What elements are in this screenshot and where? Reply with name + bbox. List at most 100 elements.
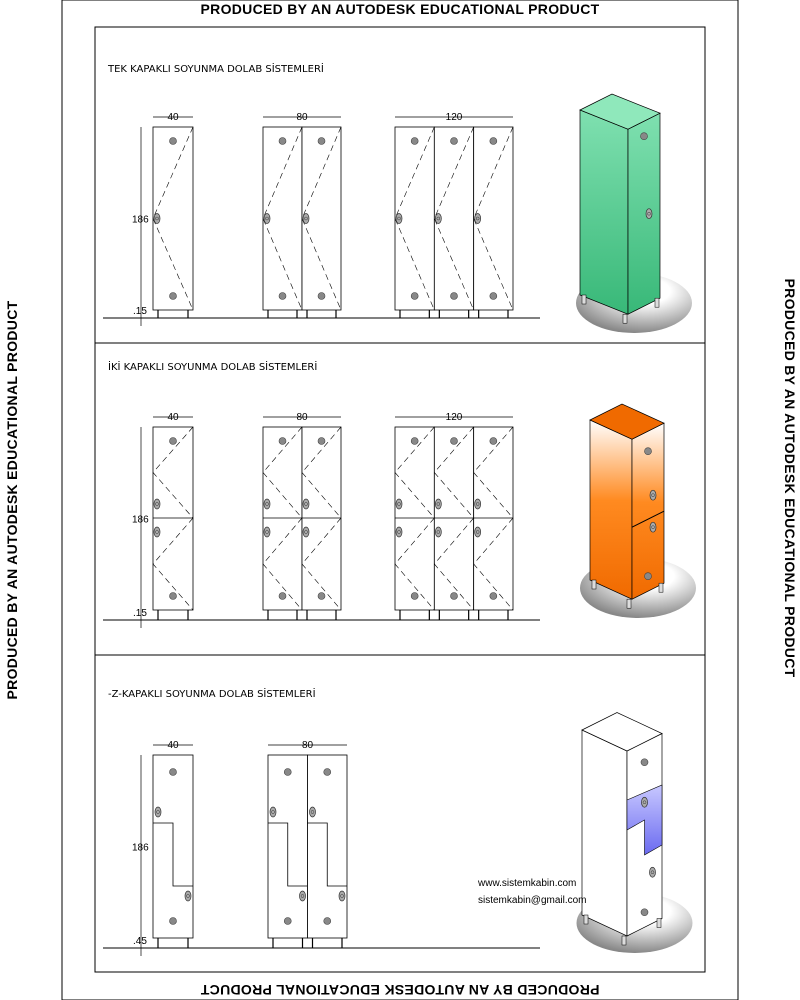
- cabinet-leg: [583, 914, 589, 925]
- z-door-highlight: [626, 784, 663, 856]
- knob-icon: [283, 917, 292, 925]
- lock-icon: [299, 890, 306, 902]
- section-title: TEK KAPAKLI SOYUNMA DOLAB SİSTEMLERİ: [107, 62, 324, 75]
- cabinet-side-panel: [581, 729, 628, 937]
- knob-icon: [640, 908, 649, 917]
- door-swing-line: [473, 126, 514, 311]
- lock-keyhole: [436, 502, 441, 506]
- door-swing-line: [301, 126, 342, 311]
- width-label: 40: [167, 740, 179, 751]
- cabinet-leg: [654, 297, 660, 308]
- cabinet-side-panel: [589, 419, 633, 600]
- cabinet-group: 80: [262, 412, 342, 620]
- lock-keyhole: [186, 894, 190, 898]
- cabinet-side-panel: [579, 109, 629, 315]
- section-3: -Z-KAPAKLI SOYUNMA DOLAB SİSTEMLERİ186.4…: [103, 687, 693, 956]
- lock-keyhole: [265, 530, 269, 534]
- section-1: TEK KAPAKLI SOYUNMA DOLAB SİSTEMLERİ186.…: [103, 62, 692, 333]
- knob-icon: [489, 437, 498, 445]
- lock-icon: [474, 498, 482, 510]
- lock-icon: [338, 890, 346, 902]
- lock-icon: [153, 213, 161, 224]
- lock-icon: [474, 526, 482, 538]
- lock-icon: [641, 796, 648, 808]
- door-swing-line: [152, 126, 194, 311]
- door-swing-line: [394, 426, 435, 519]
- door-swing-line: [473, 517, 514, 611]
- lock-keyhole: [271, 810, 275, 814]
- cabinet-leg: [581, 294, 587, 305]
- width-label: 80: [302, 740, 314, 751]
- door-swing-line: [152, 517, 194, 611]
- door-swing-line: [473, 426, 514, 519]
- knob-icon: [450, 292, 458, 300]
- lock-icon: [263, 526, 271, 538]
- cabinet-3d-render: [576, 93, 692, 333]
- door-swing-line: [433, 517, 474, 611]
- width-label: 80: [296, 112, 308, 123]
- cabinet-door: [433, 126, 475, 311]
- cabinet-group: 80: [267, 740, 348, 948]
- cabinet-door: [301, 426, 342, 611]
- cabinet-leg: [656, 918, 662, 928]
- door-swing-line: [262, 126, 303, 311]
- cabinet-leg: [622, 313, 628, 324]
- knob-icon: [169, 917, 177, 925]
- cabinet-group: 40: [152, 112, 194, 318]
- knob-icon: [410, 437, 419, 445]
- website-text: www.sistemkabin.com: [477, 878, 576, 889]
- lock-keyhole: [650, 870, 655, 874]
- knob-icon: [169, 437, 177, 445]
- lock-keyhole: [265, 502, 269, 506]
- lock-icon: [649, 866, 656, 878]
- cabinet-door: [394, 426, 435, 611]
- lock-icon: [263, 498, 271, 510]
- cabinet-door: [152, 754, 194, 939]
- knob-icon: [317, 592, 326, 600]
- lock-keyhole: [155, 216, 159, 221]
- knob-icon: [169, 768, 177, 776]
- leg-height-label: .45: [133, 936, 147, 947]
- section-title: İKİ KAPAKLI SOYUNMA DOLAB SİSTEMLERİ: [108, 360, 317, 373]
- width-label: 120: [446, 112, 463, 123]
- lock-icon: [154, 806, 162, 818]
- leg-height-label: .15: [133, 306, 147, 317]
- knob-icon: [640, 758, 649, 767]
- lock-keyhole: [475, 216, 480, 221]
- cabinet-door: [152, 426, 194, 611]
- cabinet-group: 80: [262, 112, 342, 318]
- knob-icon: [489, 137, 498, 145]
- lock-icon: [153, 526, 161, 538]
- cabinet-3d-render: [576, 712, 693, 953]
- lock-icon: [395, 213, 403, 224]
- lock-keyhole: [397, 502, 401, 506]
- knob-icon: [169, 137, 177, 145]
- lock-icon: [645, 208, 653, 220]
- door-swing-line: [394, 126, 435, 311]
- z-door-split: [268, 822, 308, 887]
- cabinet-leg: [626, 598, 632, 609]
- knob-icon: [644, 572, 652, 581]
- lock-icon: [434, 213, 442, 224]
- knob-icon: [640, 132, 648, 140]
- lock-keyhole: [265, 216, 269, 221]
- lock-keyhole: [642, 800, 647, 804]
- cabinet-top-panel: [581, 712, 663, 752]
- knob-icon: [323, 768, 332, 776]
- door-swing-line: [394, 517, 435, 611]
- knob-icon: [410, 592, 419, 600]
- door-swing-line: [433, 426, 474, 519]
- cabinet-group: 120: [394, 112, 514, 318]
- cabinet-top-panel: [589, 403, 665, 440]
- knob-icon: [278, 437, 287, 445]
- lock-keyhole: [304, 216, 308, 221]
- lock-icon: [649, 489, 657, 501]
- cabinet-door: [433, 426, 475, 611]
- z-door-split: [153, 822, 193, 887]
- lock-icon: [395, 526, 403, 538]
- cabinet-group: 120: [394, 412, 514, 620]
- lock-icon: [649, 521, 657, 533]
- knob-icon: [169, 292, 177, 300]
- lock-icon: [395, 498, 403, 510]
